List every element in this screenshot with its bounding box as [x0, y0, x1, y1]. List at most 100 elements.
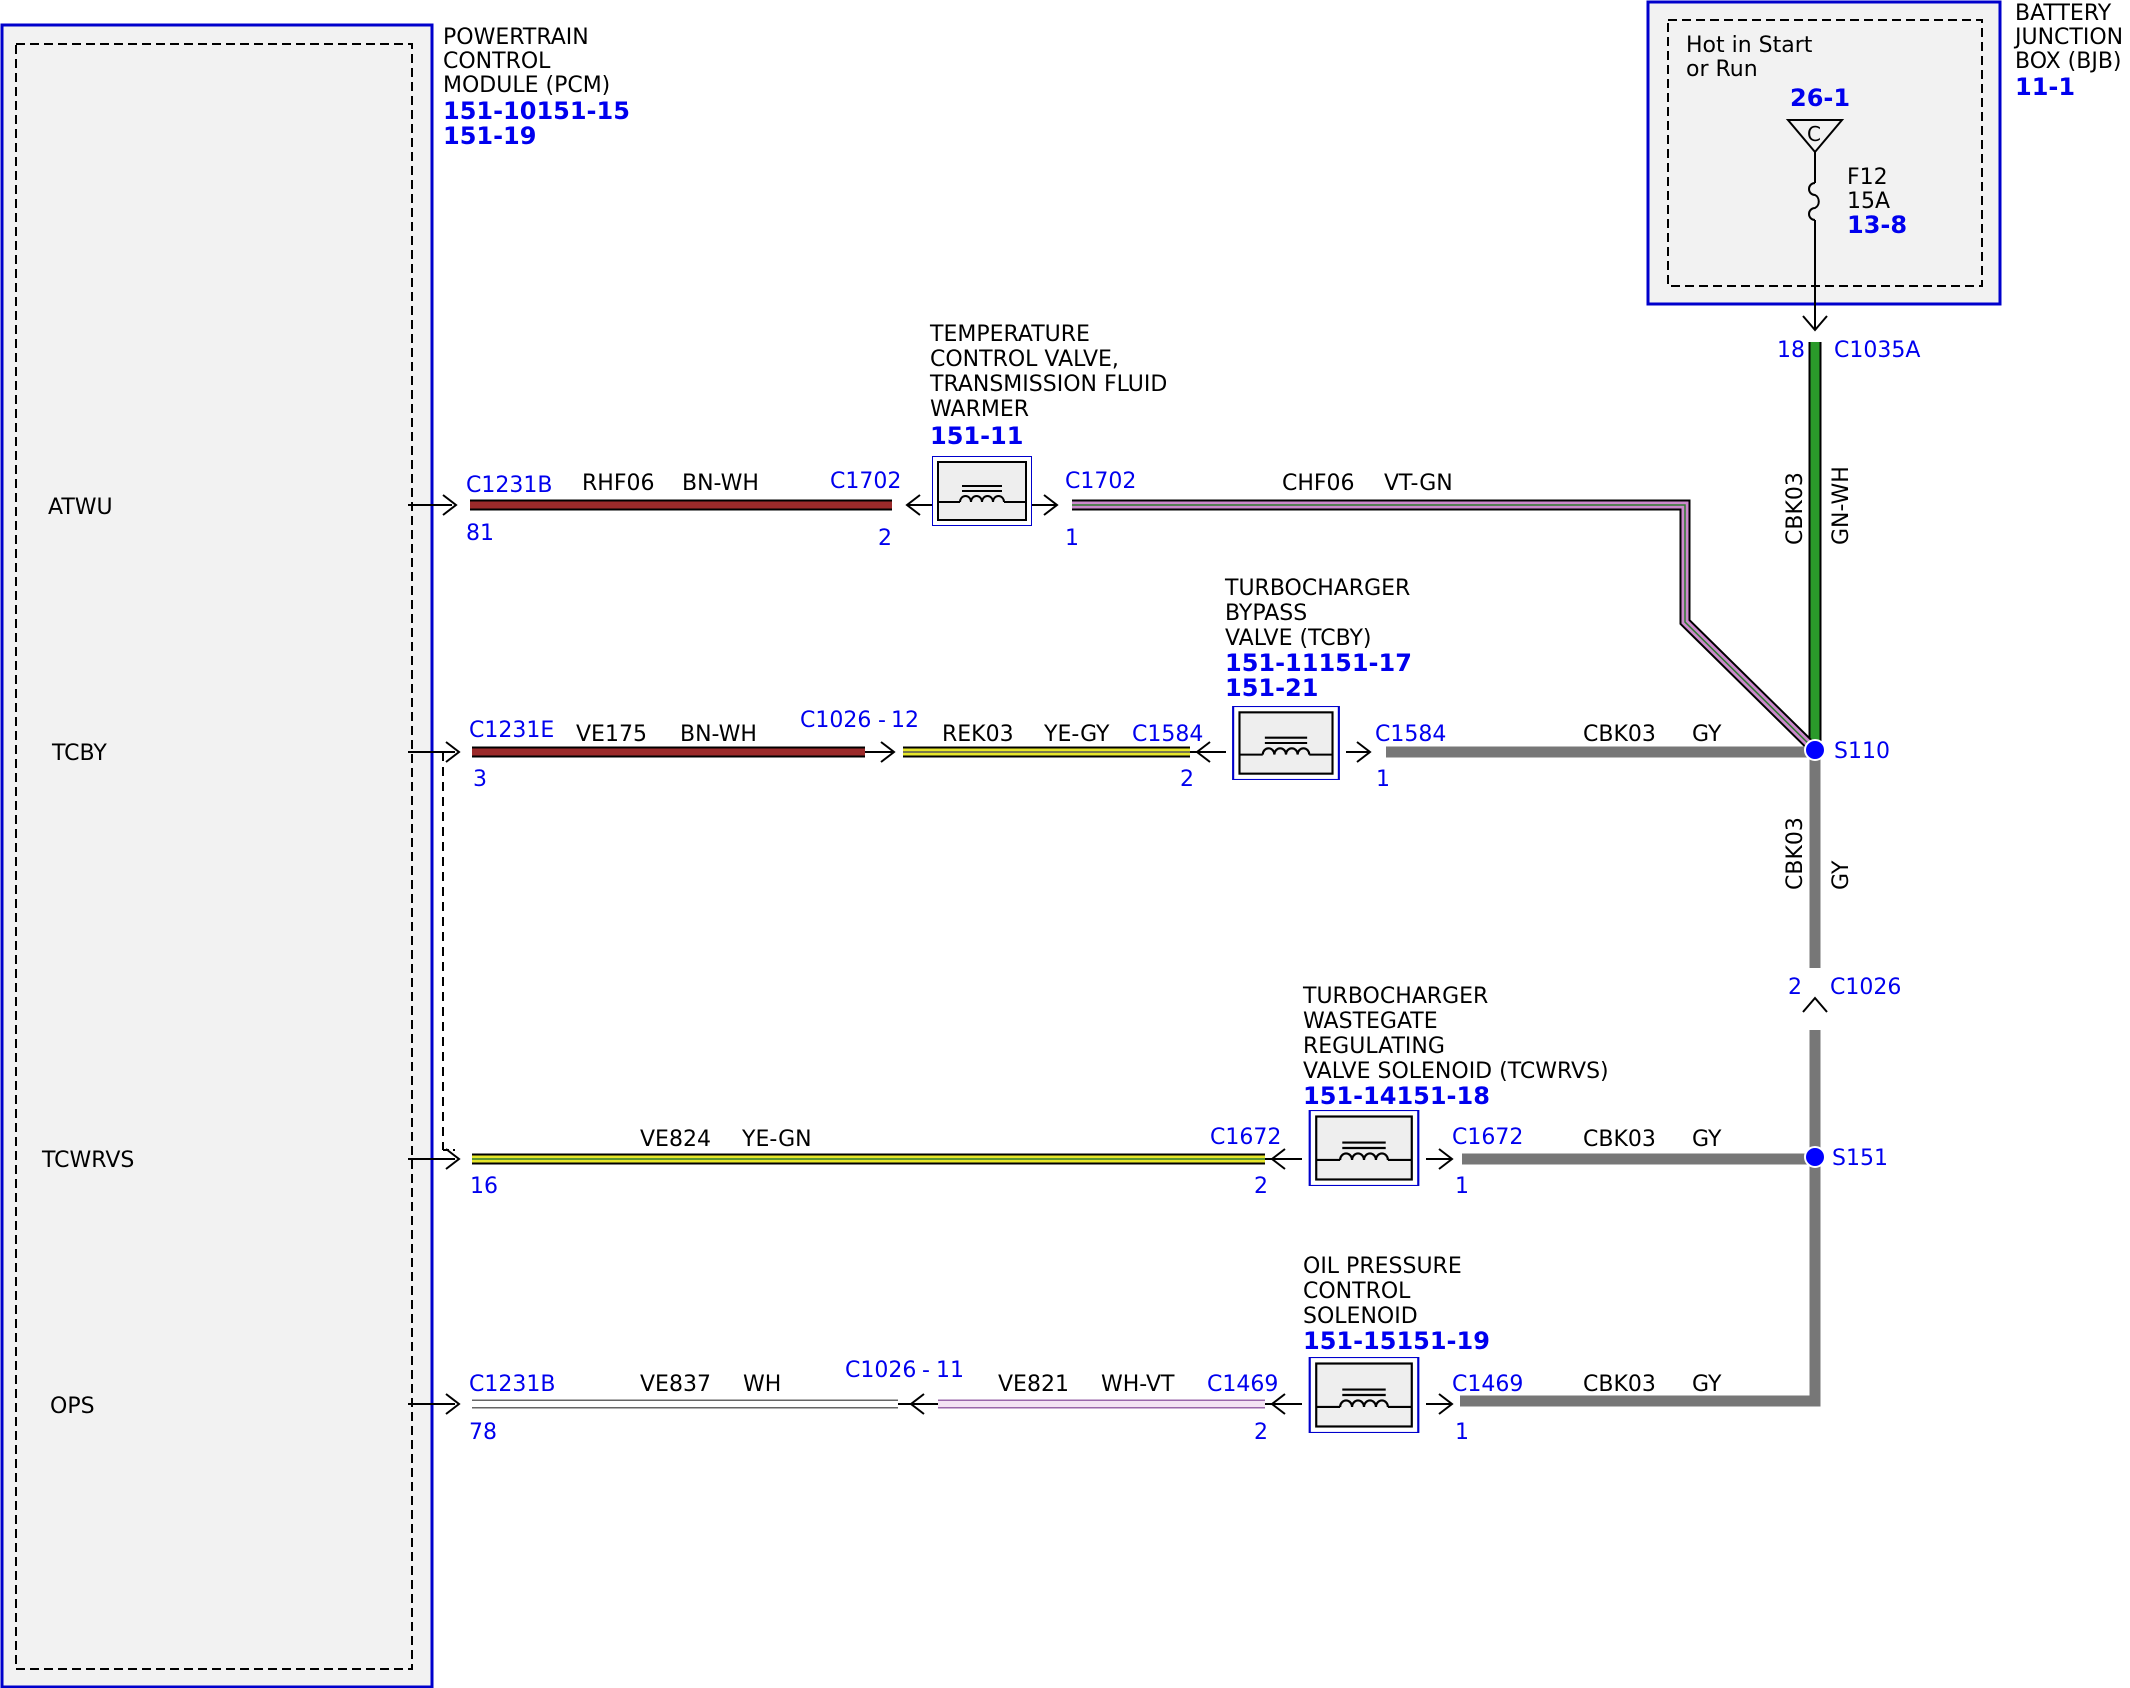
c1231e-connector-mark — [445, 741, 461, 763]
c1035a-pin: 18 — [1777, 338, 1805, 363]
bjb-source-ref: 26-1 — [1790, 84, 1850, 112]
splice-s151-label: S151 — [1832, 1146, 1888, 1171]
ops-cbk03-circuit: CBK03 — [1583, 1372, 1656, 1397]
bjb-ref: 11-1 — [2015, 73, 2075, 101]
c1026-12-connector: C1026 — [800, 708, 871, 733]
tcby-cbk03-circuit: CBK03 — [1583, 722, 1656, 747]
bjb-module — [1646, 0, 2002, 306]
c1702-left-pin: 2 — [878, 526, 892, 551]
rek03-color: YE-GY — [1043, 722, 1110, 747]
bjb-hot-label: or Run — [1686, 57, 1758, 82]
svg-text:WARMER: WARMER — [930, 397, 1029, 422]
c1026-12-connector-mark — [880, 741, 896, 763]
c1584-left-pin: 2 — [1180, 767, 1194, 792]
ve175-circuit: VE175 — [576, 722, 647, 747]
c1672-right-connector-mark — [1438, 1148, 1454, 1170]
c1469-left-connector: C1469 — [1207, 1372, 1278, 1397]
ops-solenoid-icon — [1308, 1357, 1420, 1433]
ve824-circuit: VE824 — [640, 1127, 711, 1152]
pcm-ref: 151-19 — [443, 122, 536, 150]
c1231e-pin: 3 — [473, 767, 487, 792]
svg-text:CONTROL VALVE,: CONTROL VALVE, — [930, 347, 1119, 372]
ops-ref: 151-15151-19 — [1303, 1327, 1490, 1355]
c1231e-connector: C1231E — [469, 718, 554, 743]
pcm-pin-tcwrvs: TCWRVS — [41, 1148, 134, 1173]
c1584-right-pin: 1 — [1376, 767, 1390, 792]
ve821-color: WH-VT — [1101, 1372, 1175, 1397]
c1469-left-pin: 2 — [1254, 1420, 1268, 1445]
feed-wire-circuit: CBK03 — [1783, 472, 1808, 545]
tcwrvs-solenoid-icon — [1308, 1110, 1420, 1186]
pcm-ref: 151-10151-15 — [443, 97, 630, 125]
c1584-right-connector: C1584 — [1375, 722, 1446, 747]
c1469-right-pin: 1 — [1455, 1420, 1469, 1445]
c1584-left-connector: C1584 — [1132, 722, 1203, 747]
fuse-f12 — [1808, 152, 1820, 330]
ve837-circuit: VE837 — [640, 1372, 711, 1397]
c1026-11-connector: C1026 — [845, 1358, 916, 1383]
pcm-pin-tcby: TCBY — [51, 741, 107, 766]
chf06-circuit: CHF06 — [1282, 471, 1355, 496]
fuse-ref: 13-8 — [1847, 211, 1907, 239]
svg-text:-: - — [922, 1358, 930, 1383]
c1469-right-connector: C1469 — [1452, 1372, 1523, 1397]
c1702-right-pin: 1 — [1065, 526, 1079, 551]
ve837-color: WH — [743, 1372, 781, 1397]
rhf06-circuit: RHF06 — [582, 471, 654, 496]
rek03-circuit: REK03 — [942, 722, 1014, 747]
c1026-12-pin: 12 — [891, 708, 919, 733]
c1231b-atwu-pin: 81 — [466, 521, 494, 546]
c1231b-ops-connector: C1231B — [469, 1372, 555, 1397]
bjb-hot-label: Hot in Start — [1686, 33, 1813, 58]
fuse-rating: 15A — [1847, 189, 1890, 214]
c1584-right-connector-mark — [1356, 741, 1372, 763]
svg-text:VALVE SOLENOID (TCWRVS): VALVE SOLENOID (TCWRVS) — [1303, 1059, 1609, 1084]
svg-text:BATTERY: BATTERY — [2015, 1, 2112, 26]
svg-text:TURBOCHARGER: TURBOCHARGER — [1224, 576, 1410, 601]
pcm-pin-atwu: ATWU — [48, 495, 113, 520]
svg-text:TURBOCHARGER: TURBOCHARGER — [1302, 984, 1488, 1009]
svg-text:WASTEGATE: WASTEGATE — [1303, 1009, 1438, 1034]
c1035a-connector-mark — [1802, 315, 1828, 332]
c1026-riser-pin: 2 — [1788, 975, 1802, 1000]
tcwrvs-cbk03-circuit: CBK03 — [1583, 1127, 1656, 1152]
c1469-right-connector-mark — [1438, 1393, 1454, 1415]
rhf06-color: BN-WH — [682, 471, 759, 496]
svg-text:-: - — [878, 708, 886, 733]
splice-s151 — [1804, 1146, 1826, 1168]
pcm-module — [0, 23, 434, 1688]
fuse-name: F12 — [1847, 165, 1888, 190]
svg-text:VALVE (TCBY): VALVE (TCBY) — [1225, 626, 1371, 651]
svg-text:POWERTRAIN: POWERTRAIN — [443, 25, 589, 50]
tcwrvs-pcm-pin: 16 — [470, 1174, 498, 1199]
c1672-right-connector: C1672 — [1452, 1125, 1523, 1150]
riser-wire-circuit: CBK03 — [1783, 817, 1808, 890]
tcby-ref: 151-11151-17 — [1225, 649, 1412, 677]
bjb-title: BATTERY JUNCTION BOX (BJB) 11-1 — [2013, 1, 2123, 101]
splice-s110 — [1804, 739, 1826, 761]
c1026-riser-connector-mark — [1802, 996, 1828, 1013]
tfw-title: TEMPERATURE CONTROL VALVE, TRANSMISSION … — [929, 322, 1167, 450]
chf06-color: VT-GN — [1384, 471, 1453, 496]
svg-text:TRANSMISSION FLUID: TRANSMISSION FLUID — [929, 372, 1167, 397]
tcby-cbk03-color: GY — [1692, 722, 1722, 747]
ve821-circuit: VE821 — [998, 1372, 1069, 1397]
c1702-left-connector: C1702 — [830, 469, 901, 494]
svg-text:OIL PRESSURE: OIL PRESSURE — [1303, 1254, 1462, 1279]
ops-cbk03-color: GY — [1692, 1372, 1722, 1397]
tcwrvs-title: TURBOCHARGER WASTEGATE REGULATING VALVE … — [1302, 984, 1609, 1110]
c1035a-connector-label: C1035A — [1834, 338, 1920, 363]
splice-s110-label: S110 — [1834, 739, 1890, 764]
tcwrvs-pcm-connector-mark — [445, 1148, 461, 1170]
c1702-right-connector-mark — [1043, 494, 1059, 516]
riser-wire-color: GY — [1829, 860, 1854, 890]
c1026-11-pin: 11 — [936, 1358, 964, 1383]
svg-text:SOLENOID: SOLENOID — [1303, 1304, 1418, 1329]
svg-text:BOX (BJB): BOX (BJB) — [2015, 49, 2122, 74]
tcwrvs-ref: 151-14151-18 — [1303, 1082, 1490, 1110]
ops-title: OIL PRESSURE CONTROL SOLENOID 151-15151-… — [1303, 1254, 1490, 1355]
tcwrvs-cbk03-color: GY — [1692, 1127, 1722, 1152]
svg-text:REGULATING: REGULATING — [1303, 1034, 1445, 1059]
c1702-right-connector: C1702 — [1065, 469, 1136, 494]
